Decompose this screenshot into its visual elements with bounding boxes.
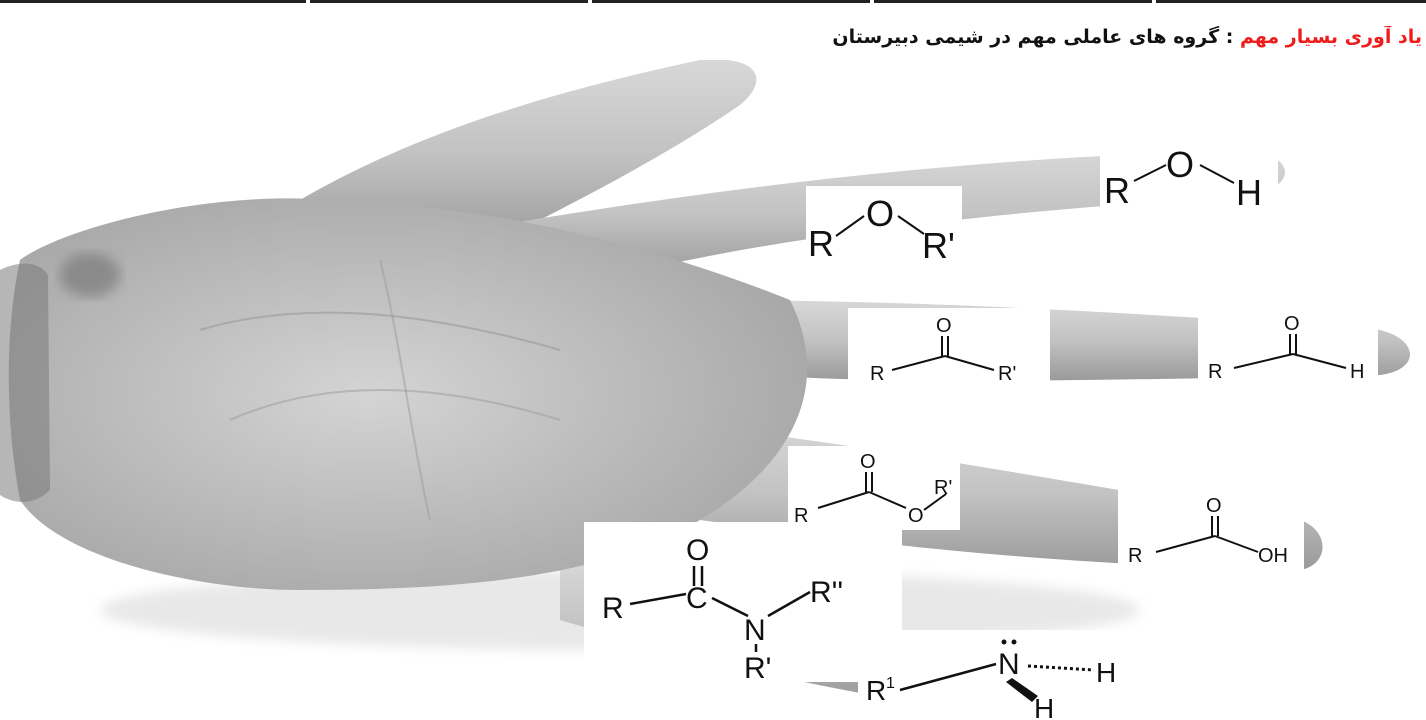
formula-ketone: O R R' [848, 308, 1050, 390]
ester-o2: O [908, 505, 924, 527]
formula-amide: O R C N R'' R' [584, 522, 902, 682]
acid-r: R [1128, 545, 1142, 567]
acid-oh: OH [1258, 545, 1288, 567]
formula-amine: N R 1 H H [858, 630, 1134, 720]
ester-o1: O [860, 451, 876, 473]
formula-aldehyde: O R H [1198, 308, 1378, 384]
alcohol-r: R [1104, 170, 1130, 211]
ester-r: R [794, 505, 808, 527]
ether-r2: R' [922, 225, 955, 264]
amide-c: C [686, 582, 708, 615]
amine-h1: H [1096, 657, 1116, 688]
amide-n: N [744, 614, 766, 647]
title-separator: : [1219, 26, 1240, 48]
formula-ester: O R O R' [788, 446, 960, 530]
amine-sup: 1 [886, 675, 895, 692]
formula-ether: R O R' [806, 186, 962, 264]
alcohol-h: H [1236, 172, 1262, 213]
page-title: یاد آوری بسیار مهم : گروه های عاملی مهم … [0, 26, 1422, 48]
aldehyde-h: H [1350, 361, 1364, 383]
title-highlight: یاد آوری بسیار مهم [1239, 26, 1422, 48]
ketone-r: R [870, 363, 884, 385]
amide-r: R [602, 592, 624, 625]
amine-r: R [866, 675, 886, 706]
amide-r2: R' [744, 652, 771, 682]
top-rule [0, 0, 1426, 6]
acid-o: O [1206, 495, 1222, 517]
ether-o: O [866, 193, 894, 234]
aldehyde-r: R [1208, 361, 1222, 383]
title-main: گروه های عاملی مهم در شیمی دبیرستان [832, 26, 1220, 48]
alcohol-o: O [1166, 144, 1194, 185]
formula-acid: O R OH [1118, 490, 1304, 570]
ketone-r2: R' [998, 363, 1016, 385]
amine-h2: H [1034, 693, 1054, 720]
amide-r3: R'' [810, 576, 843, 609]
ester-r2: R' [934, 477, 952, 499]
aldehyde-o: O [1284, 313, 1300, 335]
amide-o: O [686, 534, 709, 567]
formula-alcohol: R O H [1100, 143, 1278, 213]
ether-r: R [808, 223, 834, 264]
amine-n: N [998, 648, 1020, 681]
ketone-o: O [936, 315, 952, 337]
